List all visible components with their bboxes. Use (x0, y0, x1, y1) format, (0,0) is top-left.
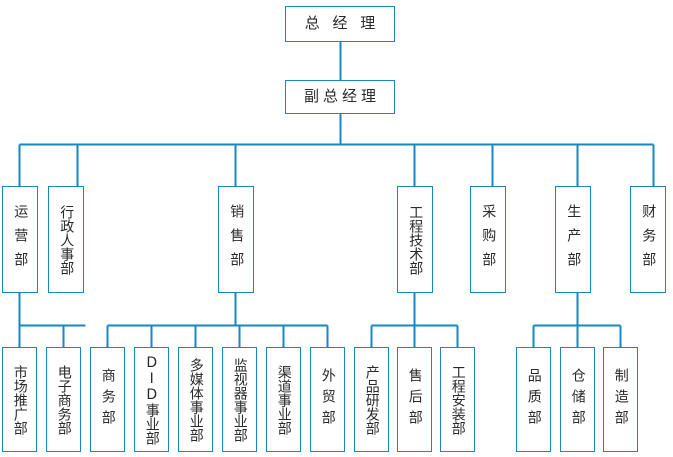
node-purchasing[interactable]: 采购部 (470, 186, 506, 293)
node-business-label: 商务部 (99, 368, 116, 431)
node-installation[interactable]: 工程安装部 (440, 347, 475, 452)
node-after-sales[interactable]: 售后部 (397, 347, 432, 452)
node-channel-division-label: 渠道事业部 (275, 364, 292, 435)
node-monitor-division[interactable]: 监视器事业部 (222, 347, 257, 452)
node-after-sales-label: 售后部 (406, 368, 423, 431)
node-warehouse-label: 仓储部 (569, 368, 586, 431)
node-multimedia-division[interactable]: 多媒体事业部 (178, 347, 213, 452)
node-quality[interactable]: 品质部 (516, 347, 551, 452)
node-purchasing-label: 采购部 (480, 203, 497, 276)
node-vice-ceo[interactable]: 副总经理 (285, 80, 395, 114)
node-foreign-trade-label: 外贸部 (319, 368, 336, 431)
node-ceo[interactable]: 总 经 理 (285, 6, 395, 42)
node-ecommerce[interactable]: 电子商务部 (46, 347, 81, 452)
node-manufacturing-label: 制造部 (612, 368, 629, 431)
node-rnd-label: 产品研发部 (363, 364, 380, 435)
node-manufacturing[interactable]: 制造部 (603, 347, 638, 452)
node-quality-label: 品质部 (525, 368, 542, 431)
node-operations[interactable]: 运营部 (2, 186, 38, 293)
node-finance[interactable]: 财务部 (630, 186, 666, 293)
node-finance-label: 财务部 (640, 203, 657, 276)
node-production-label: 生产部 (565, 203, 582, 276)
node-ecommerce-label: 电子商务部 (55, 364, 72, 435)
node-admin-hr-label: 行政人事部 (58, 204, 75, 275)
node-channel-division[interactable]: 渠道事业部 (266, 347, 301, 452)
node-operations-label: 运营部 (12, 203, 29, 276)
node-engineering[interactable]: 工程技术部 (397, 186, 433, 293)
node-production[interactable]: 生产部 (555, 186, 591, 293)
node-foreign-trade[interactable]: 外贸部 (310, 347, 345, 452)
node-multimedia-division-label: 多媒体事业部 (187, 357, 204, 442)
node-warehouse[interactable]: 仓储部 (560, 347, 595, 452)
node-did-division[interactable]: DID事业部 (134, 347, 169, 452)
node-ceo-label: 总 经 理 (304, 14, 380, 33)
node-sales[interactable]: 销售部 (218, 186, 254, 293)
node-engineering-label: 工程技术部 (407, 204, 424, 275)
node-sales-label: 销售部 (228, 203, 245, 276)
node-monitor-division-label: 监视器事业部 (231, 357, 248, 442)
node-did-division-label: DID事业部 (143, 354, 160, 445)
node-business[interactable]: 商务部 (90, 347, 125, 452)
node-admin-hr[interactable]: 行政人事部 (48, 186, 84, 293)
node-marketing-label: 市场推广部 (11, 364, 28, 435)
node-installation-label: 工程安装部 (449, 364, 466, 435)
node-vice-ceo-label: 副总经理 (303, 87, 380, 106)
node-rnd[interactable]: 产品研发部 (354, 347, 389, 452)
node-marketing[interactable]: 市场推广部 (2, 347, 37, 452)
